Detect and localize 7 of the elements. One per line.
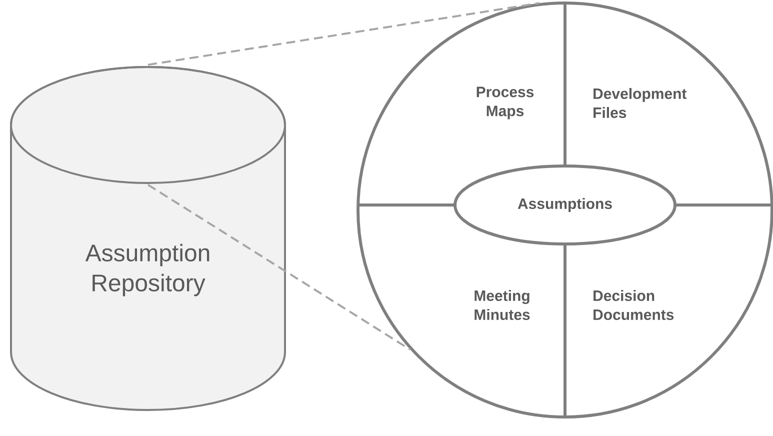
quadrant-label: Decision Documents xyxy=(594,290,674,320)
dashed-line xyxy=(147,184,411,350)
quadrant-label: Process Maps xyxy=(476,86,534,120)
quadrant-label: Meeting Minutes xyxy=(474,290,530,320)
dashed-line xyxy=(148,2,540,66)
quadrant-label: Development Files xyxy=(594,88,687,118)
database-cylinder: Assumption Repository xyxy=(10,66,286,411)
